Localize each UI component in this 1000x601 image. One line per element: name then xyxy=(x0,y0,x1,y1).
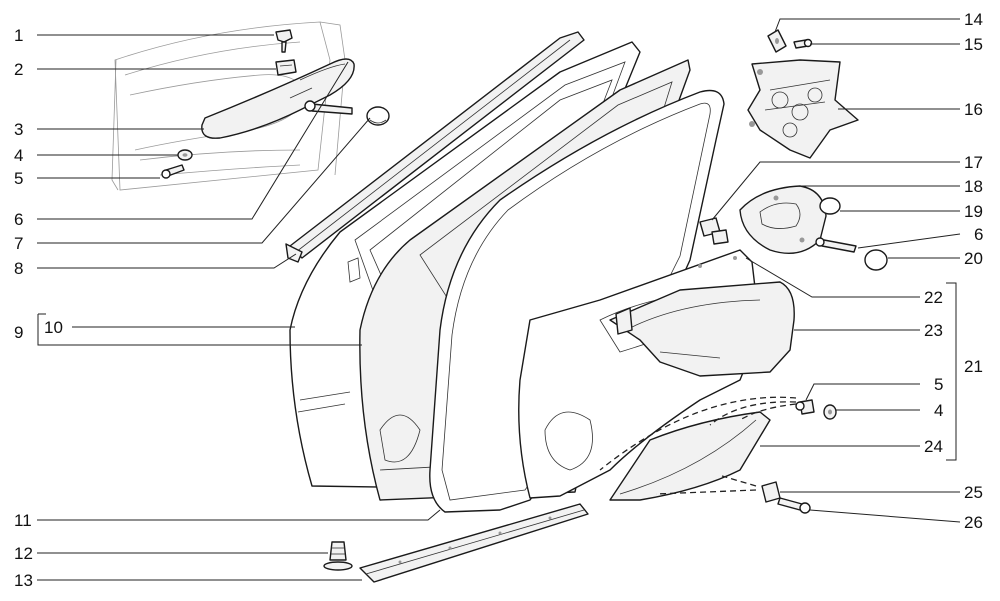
callout-6-right: 6 xyxy=(974,225,983,244)
part-20-cap xyxy=(864,249,888,271)
callout-6: 6 xyxy=(14,210,23,229)
callout-19: 19 xyxy=(964,202,983,221)
part-6-plug-cap xyxy=(366,106,390,126)
callout-22: 22 xyxy=(924,288,943,307)
callout-4-right: 4 xyxy=(934,401,943,420)
part-2-nut xyxy=(275,59,297,76)
callout-18: 18 xyxy=(964,177,983,196)
part-1-clip xyxy=(275,29,293,53)
leader-lines xyxy=(37,18,961,581)
part-17-push-pin xyxy=(699,217,729,245)
part-18-handle-bezel xyxy=(739,185,827,254)
callout-4: 4 xyxy=(14,146,23,165)
callout-23: 23 xyxy=(924,321,943,340)
callout-5: 5 xyxy=(14,169,23,188)
callout-14: 14 xyxy=(964,10,983,29)
callout-7: 7 xyxy=(14,234,23,253)
part-19-cap xyxy=(819,197,841,215)
part-8-channel-strip xyxy=(285,31,585,263)
assembly-dashed-paths xyxy=(599,396,797,495)
callout-24: 24 xyxy=(924,437,943,456)
part-15-screw xyxy=(793,38,813,49)
callout-16: 16 xyxy=(964,100,983,119)
part-4-washer-lower xyxy=(823,404,837,420)
part-5-screw-lower xyxy=(795,399,815,415)
part-14-washer xyxy=(767,29,787,53)
part-3-armrest xyxy=(201,58,355,139)
callout-20: 20 xyxy=(964,249,983,268)
callout-11: 11 xyxy=(14,511,32,530)
callout-5-right: 5 xyxy=(934,375,943,394)
part-6-screw xyxy=(815,237,857,253)
part-4-washer xyxy=(177,149,193,161)
part-26-screw xyxy=(777,497,811,514)
part-11-door-seal xyxy=(429,89,725,513)
callout-9: 9 xyxy=(14,323,23,342)
callout-25: 25 xyxy=(964,483,983,502)
callout-21: 21 xyxy=(964,357,983,376)
callout-13: 13 xyxy=(14,571,33,590)
part-5-screw xyxy=(161,164,185,179)
callout-10: 10 xyxy=(44,318,63,337)
callout-12: 12 xyxy=(14,544,33,563)
callout-2: 2 xyxy=(14,60,23,79)
callout-15: 15 xyxy=(964,35,983,54)
callout-17: 17 xyxy=(964,153,983,172)
part-16-speaker-bracket xyxy=(747,59,859,159)
callout-8: 8 xyxy=(14,259,23,278)
part-23-armrest-panel xyxy=(609,281,795,377)
callout-26: 26 xyxy=(964,513,983,532)
part-12-push-clip xyxy=(323,541,353,571)
part-25-clip xyxy=(761,481,781,503)
part-7-screw xyxy=(304,100,353,115)
part-13-sill-trim xyxy=(359,503,589,583)
callout-1: 1 xyxy=(14,26,23,45)
callout-3: 3 xyxy=(14,120,23,139)
callout-labels: 1 2 3 4 5 6 7 8 9 10 11 12 13 14 15 16 1… xyxy=(14,10,983,590)
